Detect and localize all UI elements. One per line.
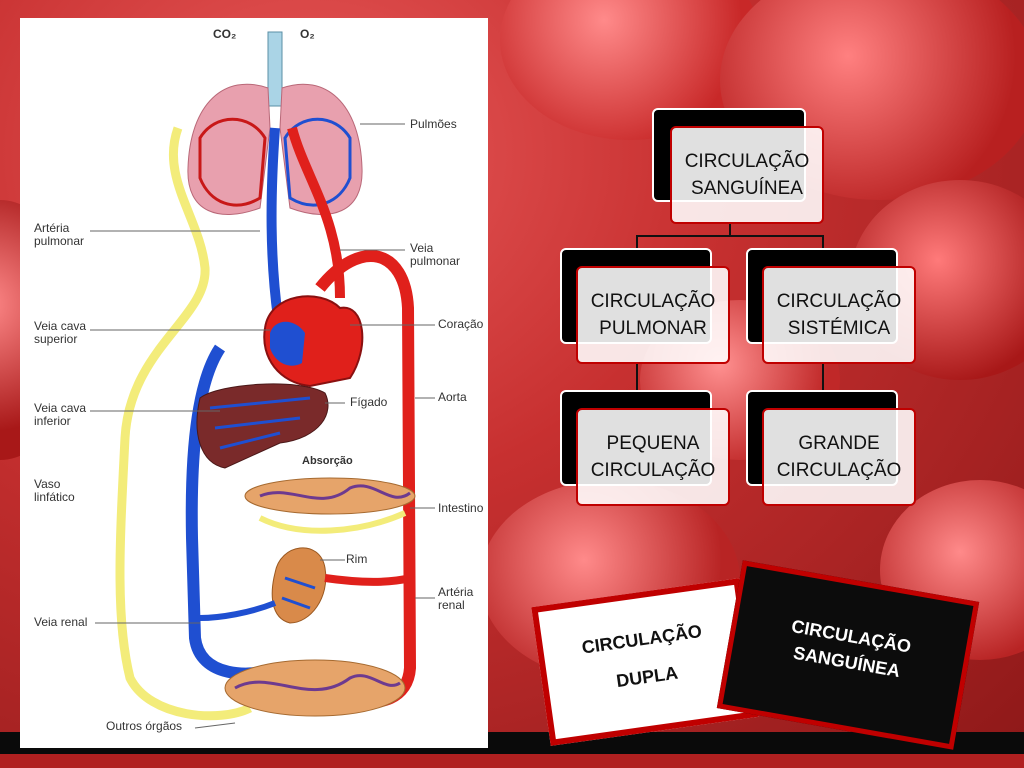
kidney: [271, 547, 327, 624]
node-grande-label: GRANDE CIRCULAÇÃO: [762, 408, 916, 506]
bottom-strip: [0, 754, 1024, 768]
node-pequena-label: PEQUENA CIRCULAÇÃO: [576, 408, 730, 506]
connector-horizontal: [636, 235, 824, 237]
label-outros-orgaos: Outros órgãos: [106, 719, 183, 733]
intestine-capillaries: [259, 484, 411, 500]
kidney-vessels: [281, 576, 316, 610]
node-sistemica: CIRCULAÇÃO SISTÉMICA: [746, 248, 916, 364]
label-pulmoes: Pulmões: [410, 117, 457, 131]
node-pequena: PEQUENA CIRCULAÇÃO: [560, 390, 730, 506]
node-pulmonar: CIRCULAÇÃO PULMONAR: [560, 248, 730, 364]
label-aorta: Aorta: [438, 390, 467, 404]
lung-capillaries-right: [283, 117, 352, 207]
intestine-lymph: [258, 510, 407, 534]
label-rim: Rim: [346, 552, 368, 566]
node-pulmonar-label: CIRCULAÇÃO PULMONAR: [576, 266, 730, 364]
connector-right: [822, 235, 824, 251]
label-figado: Fígado: [350, 395, 388, 409]
trachea: [267, 31, 283, 107]
co2-label: CO₂: [213, 27, 237, 41]
organ-capillaries: [234, 674, 401, 692]
label-arteria-pulmonar: Artéria pulmonar: [34, 221, 85, 248]
label-veia-renal: Veia renal: [34, 615, 88, 629]
node-root: CIRCULAÇÃO SANGUÍNEA: [652, 108, 824, 224]
circulation-illustration: [90, 31, 435, 729]
connector-root: [729, 222, 731, 236]
other-organs: [224, 659, 406, 717]
liver-vessels: [209, 396, 311, 450]
right-lung: [279, 83, 363, 215]
connector-left: [636, 235, 638, 251]
node-sistemica-label: CIRCULAÇÃO SISTÉMICA: [762, 266, 916, 364]
label-veia-pulmonar: Veia pulmonar: [410, 241, 461, 268]
connector-right-leaf: [822, 362, 824, 394]
renal-vein: [199, 600, 277, 621]
pulmonary-artery: [266, 127, 283, 319]
label-intestino: Intestino: [438, 501, 484, 515]
connector-left-leaf: [636, 362, 638, 394]
left-lung: [187, 83, 271, 215]
lymph-vessel: [115, 126, 253, 721]
label-veia-cava-superior: Veia cava superior: [34, 319, 87, 346]
label-arteria-renal: Artéria renal: [438, 585, 474, 612]
o2-label: O₂: [300, 27, 315, 41]
circulation-diagram: CO₂ O₂ Pulmões Artéria pulmonar Veia pul…: [20, 18, 488, 748]
node-root-label: CIRCULAÇÃO SANGUÍNEA: [670, 126, 824, 224]
renal-artery: [324, 574, 411, 586]
card-dupla-line2: DUPLA: [614, 662, 680, 692]
label-coracao: Coração: [438, 317, 484, 331]
label-veia-cava-inferior: Veia cava inferior: [34, 401, 87, 428]
leader-lines: [90, 123, 435, 729]
label-vaso-linfatico: Vaso linfático: [34, 477, 75, 504]
lung-capillaries-left: [198, 117, 267, 207]
node-grande: GRANDE CIRCULAÇÃO: [746, 390, 916, 506]
label-absorcao: Absorção: [302, 455, 353, 467]
heart-right-side: [270, 321, 305, 366]
